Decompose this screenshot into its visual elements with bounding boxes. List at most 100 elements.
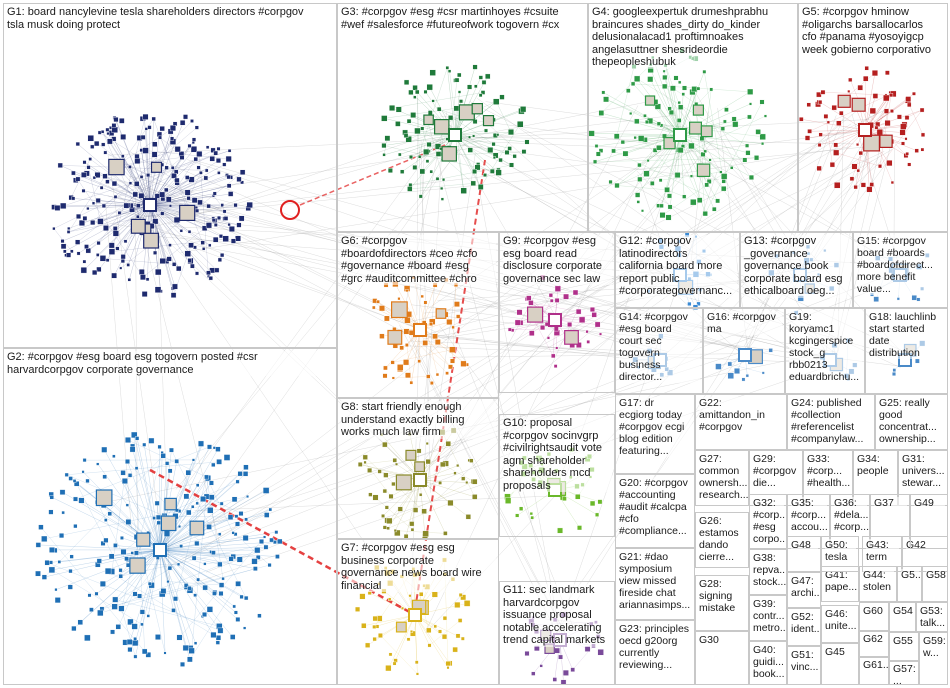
group-label: G50: tesla bbox=[825, 539, 856, 563]
vertex-node bbox=[517, 120, 524, 128]
vertex-node bbox=[472, 169, 477, 174]
vertex-node bbox=[643, 113, 647, 118]
edge bbox=[454, 134, 527, 143]
vertex-node bbox=[60, 243, 67, 250]
vertex-node bbox=[715, 198, 721, 204]
edge bbox=[159, 476, 207, 551]
vertex-node bbox=[747, 114, 752, 120]
vertex-node bbox=[678, 104, 684, 110]
vertex-node bbox=[160, 211, 165, 216]
vertex-node bbox=[220, 203, 224, 207]
edge bbox=[159, 470, 171, 551]
group-panel-g24: G24: published #collection #referencelis… bbox=[787, 394, 875, 450]
vertex-node bbox=[107, 511, 113, 516]
edge bbox=[411, 329, 421, 383]
vertex-node bbox=[124, 459, 130, 464]
edge bbox=[679, 71, 705, 136]
vertex-node bbox=[892, 372, 897, 377]
vertex-node bbox=[432, 333, 438, 340]
vertex-node bbox=[112, 230, 119, 237]
edge bbox=[97, 204, 151, 256]
vertex-node bbox=[434, 143, 442, 150]
vertex-node bbox=[77, 619, 84, 625]
vertex-node bbox=[613, 133, 620, 140]
edge bbox=[213, 195, 222, 207]
vertex-node bbox=[115, 624, 121, 630]
vertex-node bbox=[35, 542, 42, 548]
vertex-node bbox=[755, 129, 761, 135]
vertex-node bbox=[856, 168, 860, 173]
edge bbox=[801, 119, 866, 131]
vertex-node bbox=[243, 464, 249, 470]
vertex-node bbox=[73, 496, 78, 502]
vertex-node bbox=[382, 488, 387, 494]
vertex-node bbox=[646, 159, 650, 163]
vertex-node bbox=[668, 109, 674, 115]
vertex-node bbox=[205, 222, 212, 229]
edge bbox=[825, 116, 833, 165]
group-label: G5: #corpgov hminow #oligarchs barsalloc… bbox=[802, 6, 945, 56]
vertex-node bbox=[388, 597, 392, 601]
vertex-node bbox=[745, 150, 751, 156]
edge bbox=[159, 549, 214, 553]
group-panel-g2: G2: #corpgov #esg board esg togovern pos… bbox=[3, 348, 337, 685]
vertex-node bbox=[217, 171, 221, 175]
vertex-node bbox=[461, 476, 466, 481]
vertex-node bbox=[403, 133, 409, 138]
vertex-node bbox=[193, 593, 197, 597]
vertex-node bbox=[438, 629, 443, 634]
vertex-node bbox=[252, 566, 258, 572]
edge bbox=[159, 549, 238, 620]
vertex-node bbox=[702, 211, 708, 217]
vertex-node bbox=[104, 518, 108, 522]
vertex-node bbox=[208, 276, 213, 281]
vertex-node bbox=[233, 203, 238, 208]
group-panel-g36: G36: #dela... #corp... bbox=[830, 494, 870, 549]
vertex-node bbox=[112, 596, 119, 603]
vertex-node bbox=[64, 472, 69, 477]
vertex-node bbox=[263, 544, 269, 550]
edge bbox=[381, 434, 421, 481]
vertex-node bbox=[678, 80, 682, 85]
vertex-node bbox=[483, 173, 487, 177]
edge bbox=[107, 119, 870, 156]
vertex-node bbox=[254, 547, 261, 554]
vertex-node bbox=[376, 299, 380, 304]
vertex-node bbox=[563, 293, 569, 300]
vertex-node bbox=[235, 235, 241, 242]
vertex-node bbox=[134, 466, 139, 470]
vertex-node bbox=[507, 146, 512, 151]
vertex-node bbox=[415, 89, 420, 95]
vertex-node bbox=[389, 104, 396, 111]
edge bbox=[427, 121, 560, 633]
vertex-node bbox=[381, 514, 385, 518]
vertex-node bbox=[403, 79, 410, 86]
vertex-node bbox=[530, 515, 534, 520]
vertex-node bbox=[355, 606, 361, 612]
vertex-node bbox=[415, 672, 419, 676]
vertex-node bbox=[129, 446, 136, 453]
vertex-node bbox=[251, 558, 258, 565]
vertex-node bbox=[136, 214, 140, 219]
group-panel-g49: G49 bbox=[910, 494, 948, 549]
vertex-node bbox=[113, 116, 119, 123]
vertex-node bbox=[650, 181, 655, 186]
edge bbox=[512, 319, 556, 331]
edge bbox=[159, 452, 163, 551]
group-panel-g1: G1: board nancylevine tesla shareholders… bbox=[3, 3, 337, 348]
vertex-node bbox=[426, 84, 433, 91]
vertex-node bbox=[849, 176, 855, 181]
edge bbox=[809, 93, 892, 132]
vertex-node bbox=[89, 607, 94, 612]
vertex-node bbox=[208, 494, 215, 501]
vertex-node bbox=[392, 661, 397, 666]
vertex-node bbox=[38, 524, 44, 530]
vertex-node bbox=[869, 107, 876, 115]
vertex-node bbox=[378, 633, 383, 638]
edge bbox=[191, 478, 209, 651]
vertex-node bbox=[206, 606, 214, 613]
vertex-node bbox=[110, 629, 116, 635]
vertex-node bbox=[190, 263, 195, 269]
vertex-node bbox=[890, 180, 894, 185]
vertex-node bbox=[549, 298, 554, 303]
